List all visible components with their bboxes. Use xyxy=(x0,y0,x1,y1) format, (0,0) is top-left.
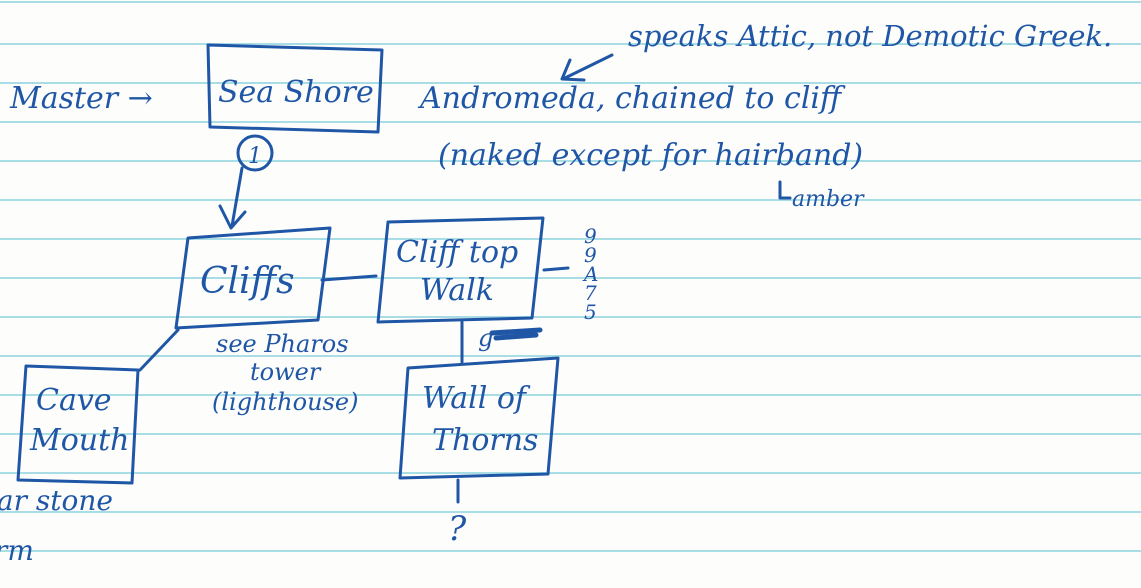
node-one-label: 1 xyxy=(248,144,262,169)
sea-shore-label: Sea Shore xyxy=(218,75,374,110)
speaks-arrow xyxy=(560,53,614,82)
wall-of-thorns-box xyxy=(398,356,560,480)
walk-side-1: 9 xyxy=(584,224,597,248)
question-mark: ? xyxy=(448,509,467,549)
cliff-top-walk-line2: Walk xyxy=(420,273,494,308)
altar-stone-line1: altar stone xyxy=(0,484,113,517)
walk-side-5: 5 xyxy=(584,300,597,324)
wall-marker: g xyxy=(478,324,493,352)
wall-of-thorns-line2: Thorns xyxy=(432,423,538,458)
link-cliffs-cave xyxy=(138,328,180,372)
cave-mouth-line2: Mouth xyxy=(29,423,129,458)
node-one-circle xyxy=(236,134,274,172)
link-cliff-top-side xyxy=(542,266,570,272)
walk-side-2: 9 xyxy=(584,243,597,267)
cave-mouth-line1: Cave xyxy=(36,383,112,418)
altar-stone-line2: rm xyxy=(0,534,34,567)
see-pharos-line2: tower xyxy=(250,358,322,386)
master-label: Master → xyxy=(9,81,153,116)
cave-mouth-box xyxy=(16,364,140,485)
sea-shore-box xyxy=(206,43,384,134)
wall-of-thorns-line1: Wall of xyxy=(422,381,531,416)
see-pharos-line1: see Pharos xyxy=(216,330,349,358)
see-pharos-line3: (lighthouse) xyxy=(212,388,358,416)
cliff-top-walk-line1: Cliff top xyxy=(396,235,518,270)
scribble xyxy=(489,327,543,341)
arrow-shore-to-cliffs xyxy=(218,166,247,230)
link-cliffs-cliff-top xyxy=(320,274,378,282)
cliffs-box xyxy=(174,226,332,330)
amber-marker xyxy=(778,180,792,200)
cliff-top-walk-box xyxy=(376,216,545,324)
amber-note: amber xyxy=(792,187,865,212)
andromeda-line1: Andromeda, chained to cliff xyxy=(417,81,846,116)
walk-side-4: 7 xyxy=(584,281,597,305)
speaks-note: speaks Attic, not Demotic Greek. xyxy=(628,19,1112,53)
cliffs-label: Cliffs xyxy=(200,261,295,302)
andromeda-line2: (naked except for hairband) xyxy=(438,138,863,173)
walk-side-3: A xyxy=(582,262,598,286)
